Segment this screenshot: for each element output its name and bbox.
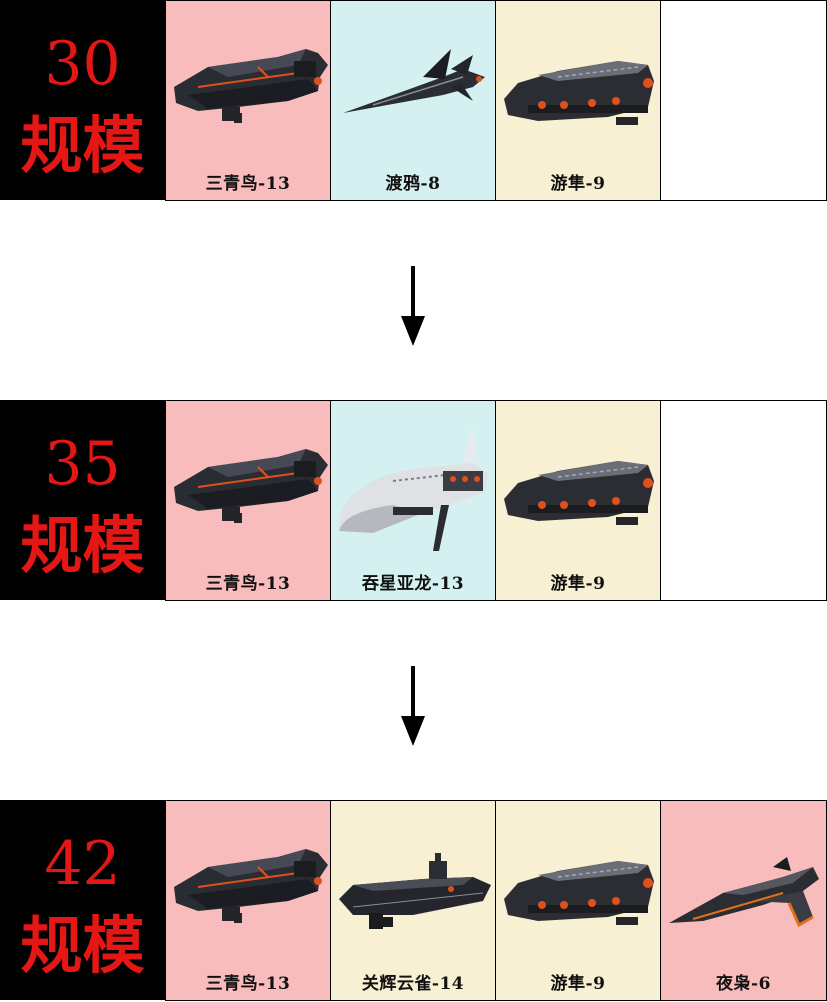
ship-label: 游隼-9 xyxy=(550,974,606,994)
scale-row-35: 35 规模 三青鸟-13 吞星亚龙-13 游隼-9 xyxy=(0,400,827,601)
scale-number: 35 xyxy=(44,429,121,499)
ship-label: 三青鸟-13 xyxy=(205,174,291,194)
scale-word: 规模 xyxy=(20,509,145,582)
scale-row-42: 42 规模 三青鸟-13 关辉云雀-14 游隼-9 夜枭-6 xyxy=(0,800,827,1001)
ship-card: 三青鸟-13 xyxy=(165,800,331,1001)
battleship-icon xyxy=(168,421,328,551)
ship-card: 游隼-9 xyxy=(495,800,661,1001)
ship-label: 关辉云雀-14 xyxy=(361,974,465,994)
scale-badge: 42 规模 xyxy=(0,800,165,1000)
ship-label: 游隼-9 xyxy=(550,174,606,194)
ship-card: 渡鸦-8 xyxy=(330,0,496,201)
ship-card: 夜枭-6 xyxy=(660,800,827,1001)
ship-label: 吞星亚龙-13 xyxy=(361,574,465,594)
ship-label: 渡鸦-8 xyxy=(385,174,441,194)
ship-card: 三青鸟-13 xyxy=(165,400,331,601)
cruiser-icon xyxy=(498,21,658,151)
ship-card: 游隼-9 xyxy=(495,0,661,201)
ship-label: 三青鸟-13 xyxy=(205,974,291,994)
ship-label: 三青鸟-13 xyxy=(205,574,291,594)
scale-word: 规模 xyxy=(20,909,145,982)
ship-card: 三青鸟-13 xyxy=(165,0,331,201)
ship-card: 关辉云雀-14 xyxy=(330,800,496,1001)
ship-label: 夜枭-6 xyxy=(716,974,771,994)
scale-badge: 30 规模 xyxy=(0,0,165,200)
white-carrier-icon xyxy=(333,421,493,551)
battleship-icon xyxy=(168,21,328,151)
frigate-icon xyxy=(333,21,493,151)
empty-card xyxy=(660,400,827,601)
ship-card: 游隼-9 xyxy=(495,400,661,601)
scale-number: 30 xyxy=(44,29,121,99)
ship-label: 游隼-9 xyxy=(550,574,606,594)
cruiser-icon xyxy=(498,421,658,551)
scale-row-30: 30 规模 三青鸟-13 渡鸦-8 游隼-9 xyxy=(0,0,827,201)
scale-badge: 35 规模 xyxy=(0,400,165,600)
ship-card: 吞星亚龙-13 xyxy=(330,400,496,601)
cruiser-icon xyxy=(498,821,658,951)
scale-word: 规模 xyxy=(20,109,145,182)
scale-number: 42 xyxy=(44,829,121,899)
fighter-ship-icon xyxy=(663,821,823,951)
battleship-icon xyxy=(168,821,328,951)
dark-carrier-icon xyxy=(333,821,493,951)
empty-card xyxy=(660,0,827,201)
arrow-down-icon xyxy=(398,266,428,346)
arrow-down-icon xyxy=(398,666,428,746)
